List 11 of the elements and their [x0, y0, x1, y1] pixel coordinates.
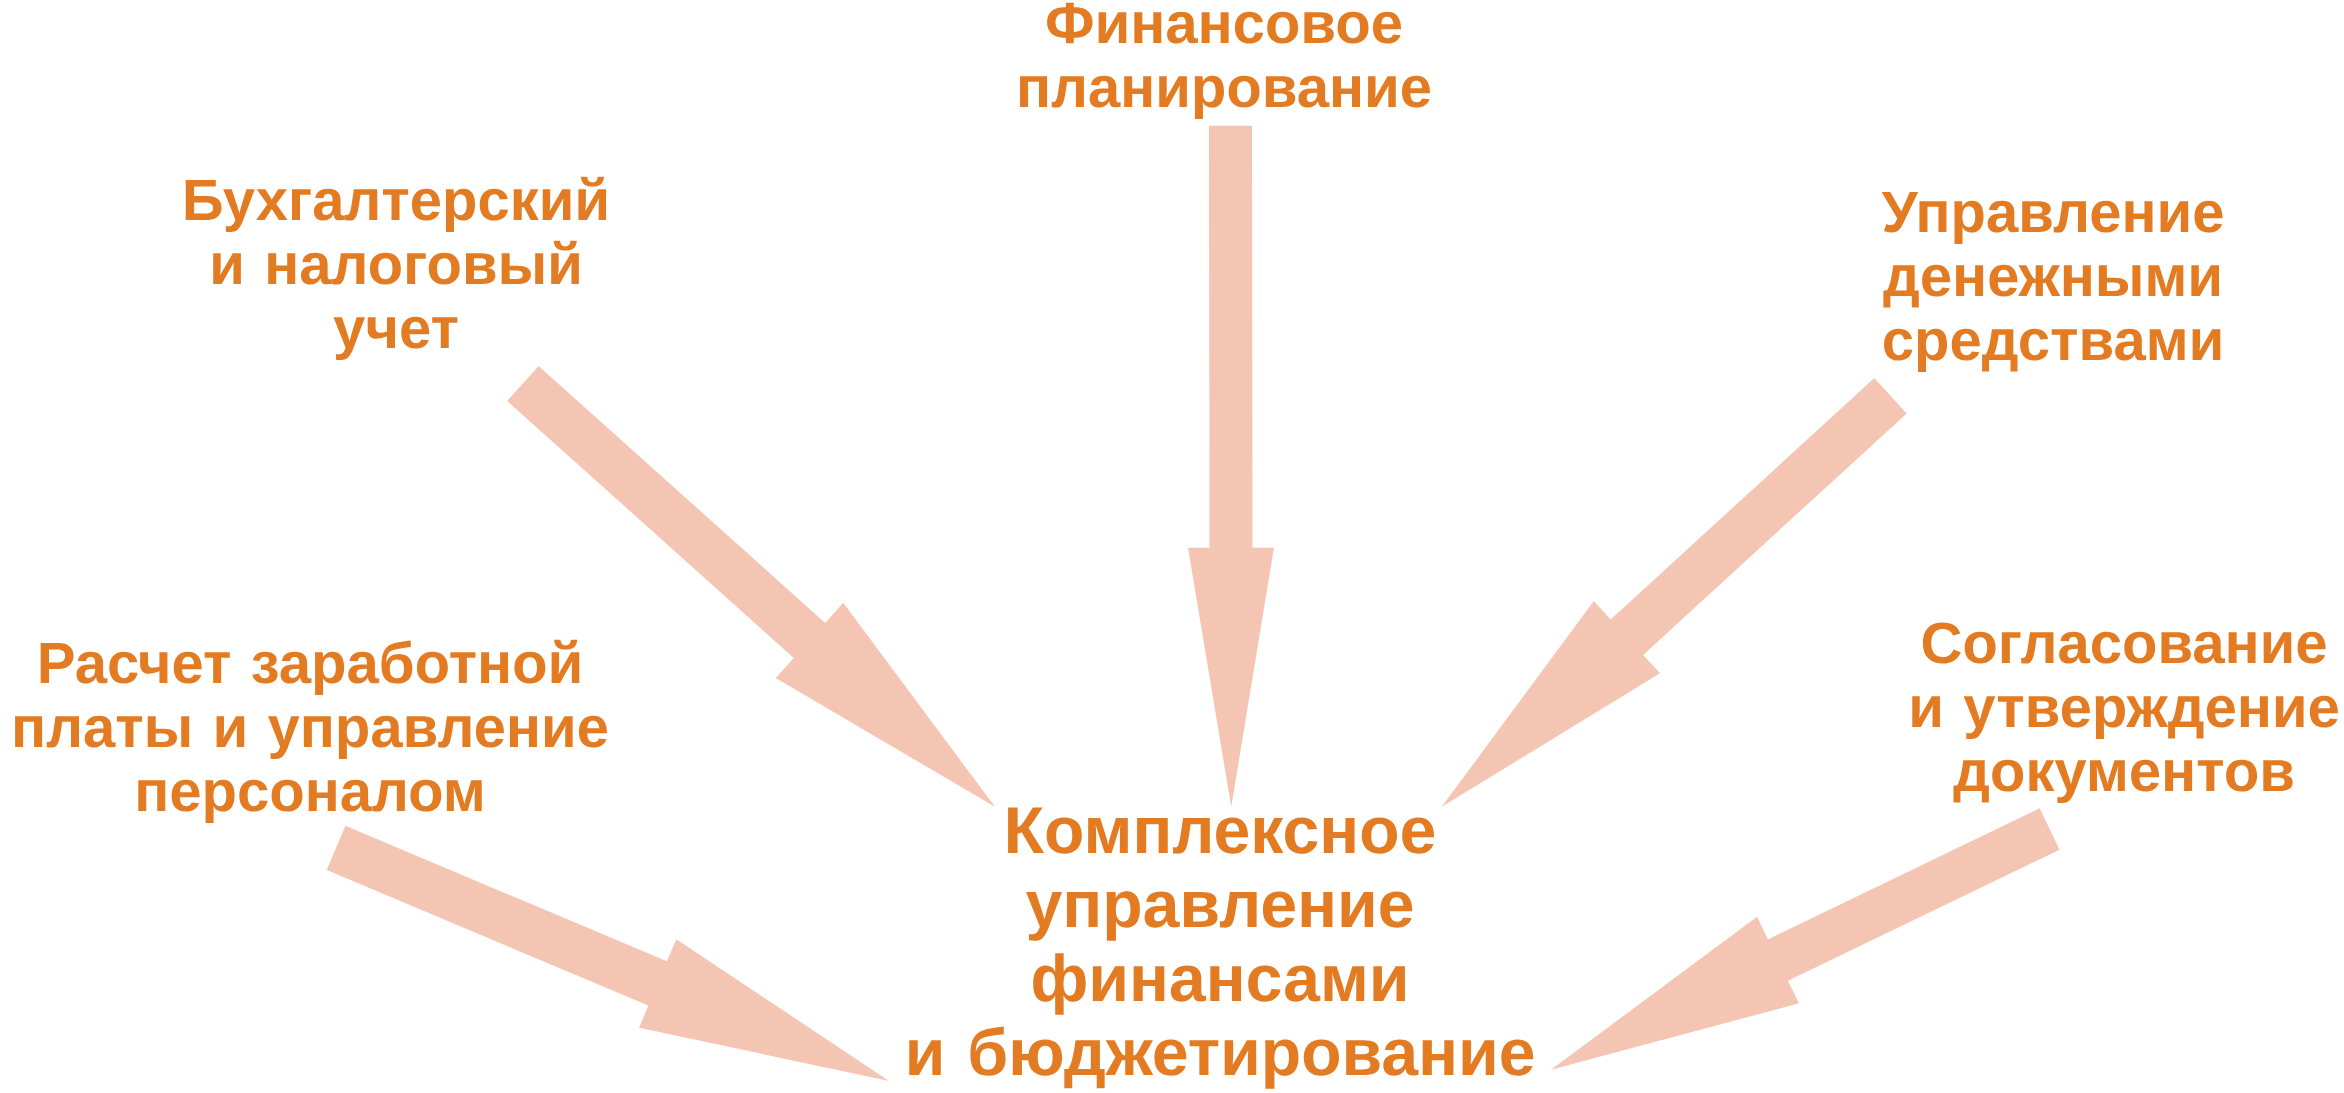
label-text: Управление денежными средствами: [1881, 192, 2223, 373]
label-text: Финансовое планирование: [1020, 2, 1431, 120]
label-text: Согласование и утверждение документов: [1912, 622, 2338, 804]
block-arrow: [507, 365, 995, 807]
block-arrow: [1550, 808, 2060, 1070]
block-arrow: [1441, 378, 1907, 807]
central-text: Комплексное управление финансами и бюджетирование: [909, 807, 1534, 1089]
label-text: Бухгалтерский и налоговый учет: [185, 176, 607, 361]
block-arrow: [1187, 125, 1274, 807]
label-text: Расчет заработной платы и управление персоналом: [15, 639, 607, 824]
block-arrow: [326, 825, 890, 1082]
